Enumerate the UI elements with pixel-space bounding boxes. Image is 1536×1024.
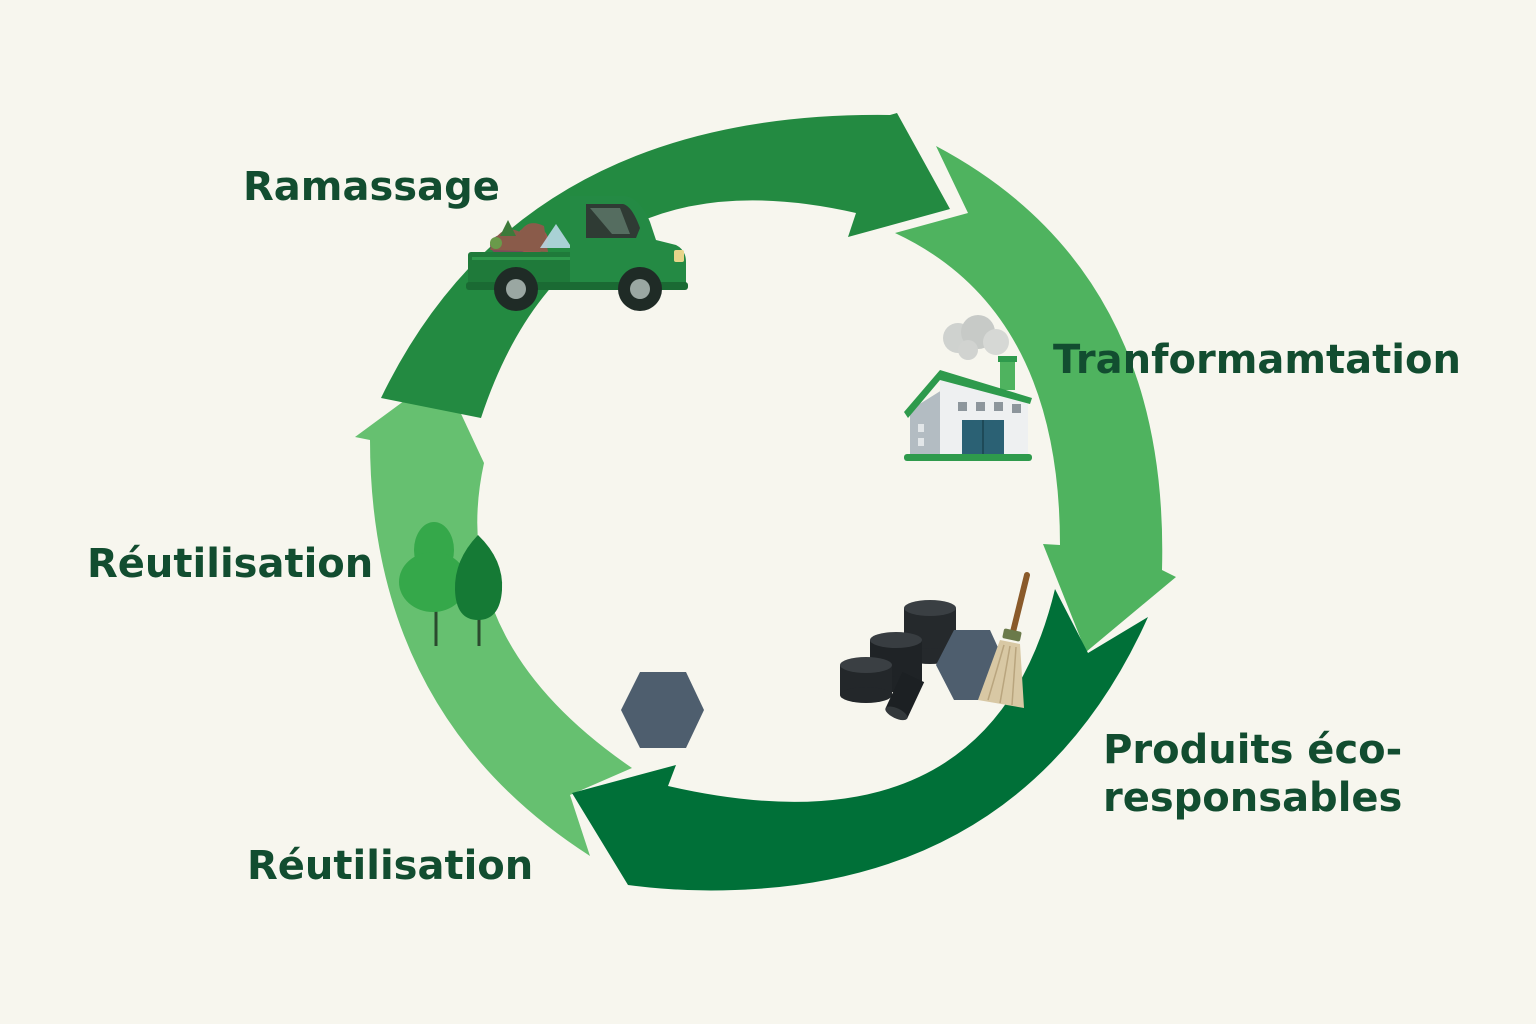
stage-label-reuse-bottom: Réutilisation [247,843,534,889]
hexagon-block-icon [621,672,704,748]
recycled-products-icon [840,572,1030,721]
trees-icon [399,522,503,646]
arrow-reuse [355,373,632,856]
stage-label-transformation: Tranformamtation [1053,337,1461,383]
stage-label-products-line1: Produits éco- [1103,727,1403,773]
arrow-collection [381,113,950,418]
pickup-truck-icon [466,196,688,311]
factory-icon [904,315,1032,461]
stage-label-collection: Ramassage [243,164,500,210]
stage-label-reuse-left: Réutilisation [87,541,374,587]
arrow-products [572,589,1148,891]
arrow-transformation [895,146,1176,652]
stage-label-products: Produits éco- responsables [1103,726,1402,822]
stage-label-products-line2: responsables [1103,775,1403,821]
